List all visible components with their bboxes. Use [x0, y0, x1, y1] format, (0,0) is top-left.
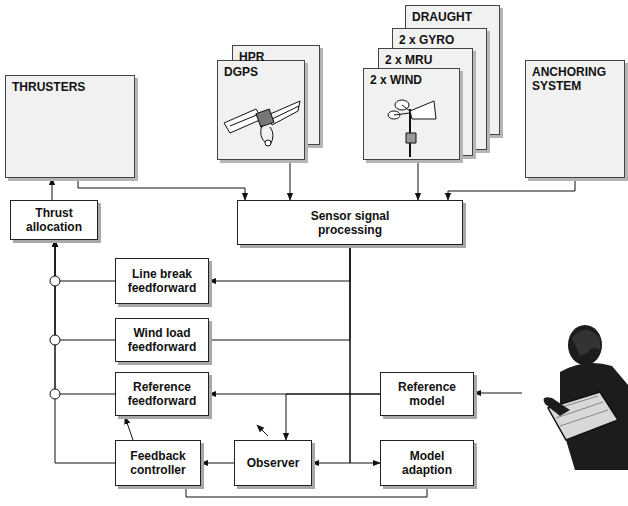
signal-connector [350, 245, 380, 463]
adaption-box: Model adaption [380, 440, 474, 486]
adaptation-arrow [257, 425, 268, 436]
wind-sensor-icon [382, 89, 442, 159]
box-label: Line break feedforward [120, 267, 204, 295]
box-heading: 2 x MRU [385, 53, 466, 67]
box-heading: DRAUGHT [412, 10, 493, 24]
signal-connector [55, 240, 115, 281]
box-heading: 2 x GYRO [399, 33, 480, 47]
processing-box: Sensor signal processing [237, 200, 463, 245]
reference-box: Reference model [380, 372, 474, 416]
signal-connector [290, 160, 291, 200]
signal-connector [448, 178, 575, 200]
signal-connector [201, 463, 234, 464]
summing-junction [50, 335, 60, 345]
box-label: Sensor signal processing [295, 209, 405, 237]
anchoring-box: ANCHORING SYSTEM [525, 60, 625, 178]
box-label: Feedback controller [120, 449, 196, 477]
feedforward-box: Reference feedforward [115, 372, 209, 416]
box-heading: ANCHORING SYSTEM [532, 65, 618, 93]
feedforward-box: Wind load feedforward [115, 318, 209, 362]
box-label: Wind load feedforward [120, 326, 204, 354]
signal-connector [186, 486, 427, 497]
box-label: Reference feedforward [120, 380, 204, 408]
operator-figure [544, 325, 628, 470]
controller-box: Feedback controller [115, 440, 201, 486]
signal-connector [418, 160, 419, 200]
observer-box: Observer [234, 440, 312, 486]
operator-arrow [474, 393, 522, 394]
signal-connector [209, 245, 350, 340]
signal-connector [55, 240, 115, 463]
feedforward-box: Line break feedforward [115, 258, 209, 304]
satellite-icon [222, 85, 302, 155]
allocation-box: Thrust allocation [10, 200, 98, 240]
box-heading: THRUSTERS [12, 80, 128, 94]
box-heading: 2 x WIND [370, 73, 453, 87]
signal-connector [55, 240, 115, 394]
signal-connector [286, 394, 380, 440]
signal-connector [78, 178, 245, 200]
signal-connector [52, 178, 53, 200]
signal-connector [55, 240, 115, 340]
summing-junction [50, 389, 60, 399]
signal-connector [125, 417, 133, 440]
box-label: Model adaption [385, 449, 469, 477]
signal-connector [312, 245, 350, 463]
sensor-box: DGPS [217, 60, 305, 160]
box-label: Observer [247, 456, 300, 470]
sensor-box: 2 x WIND [363, 68, 460, 160]
box-heading: DGPS [224, 65, 298, 79]
box-heading: HPR [239, 50, 313, 64]
summing-junction [50, 276, 60, 286]
box-label: Reference model [385, 380, 469, 408]
thrusters-box: THRUSTERS [5, 75, 135, 178]
signal-connector [209, 245, 350, 281]
box-label: Thrust allocation [15, 206, 93, 234]
